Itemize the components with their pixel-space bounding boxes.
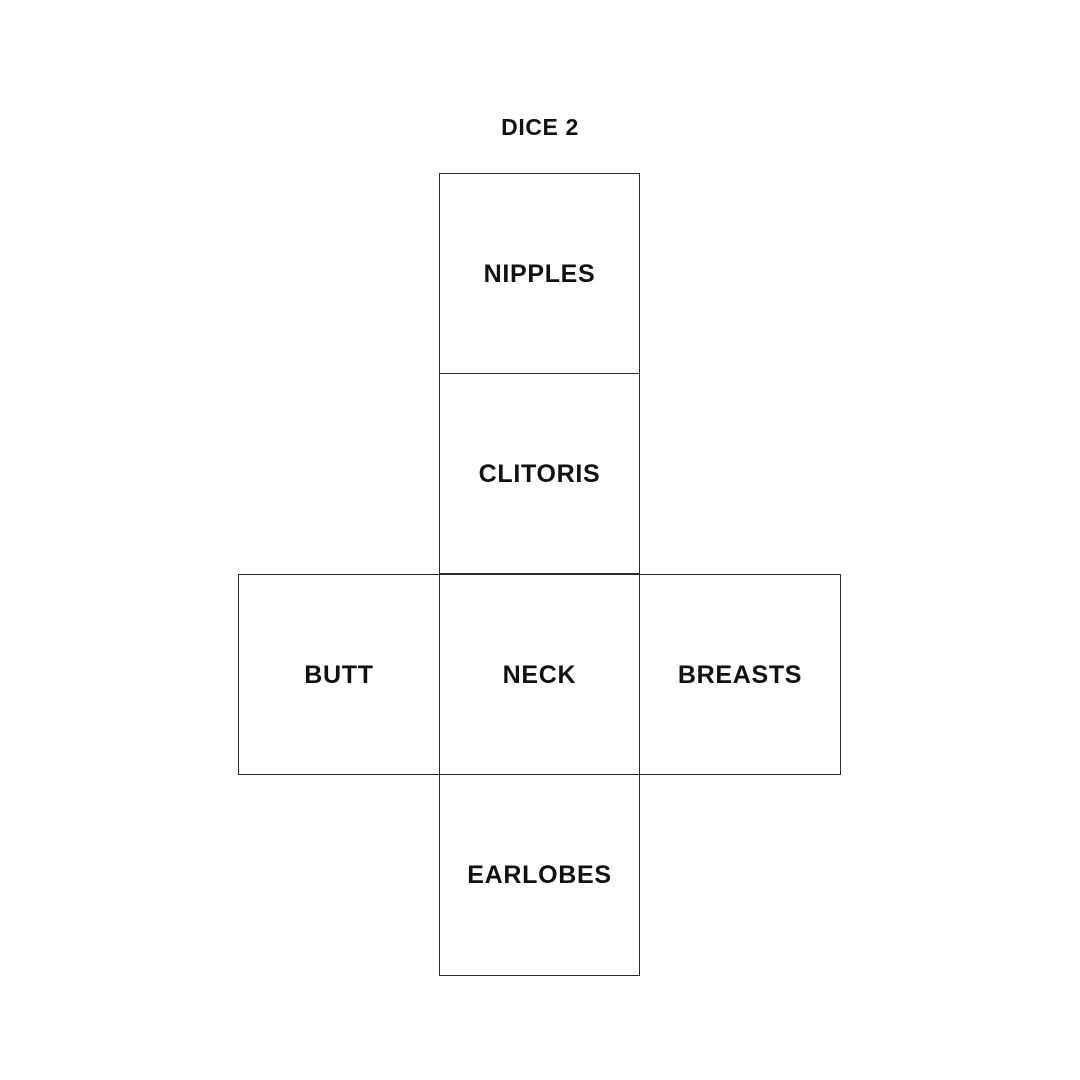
dice-face-label: CLITORIS	[478, 459, 601, 488]
dice-face-label: BUTT	[304, 660, 374, 689]
dice-face-label: NECK	[502, 660, 577, 689]
dice-face-middle-right[interactable]: BREASTS	[639, 574, 841, 775]
dice-face-label: BREASTS	[677, 660, 803, 689]
dice-face-middle-left[interactable]: BUTT	[238, 574, 440, 775]
dice-face-middle-center[interactable]: NECK	[439, 574, 640, 775]
dice-face-label: EARLOBES	[467, 861, 612, 889]
page-title: DICE 2	[501, 114, 579, 140]
dice-face-upper-middle[interactable]: CLITORIS	[439, 373, 640, 574]
dice-face-top[interactable]: NIPPLES	[439, 173, 640, 374]
dice-face-label: NIPPLES	[483, 259, 596, 288]
dice-face-bottom[interactable]: EARLOBES	[439, 774, 640, 976]
